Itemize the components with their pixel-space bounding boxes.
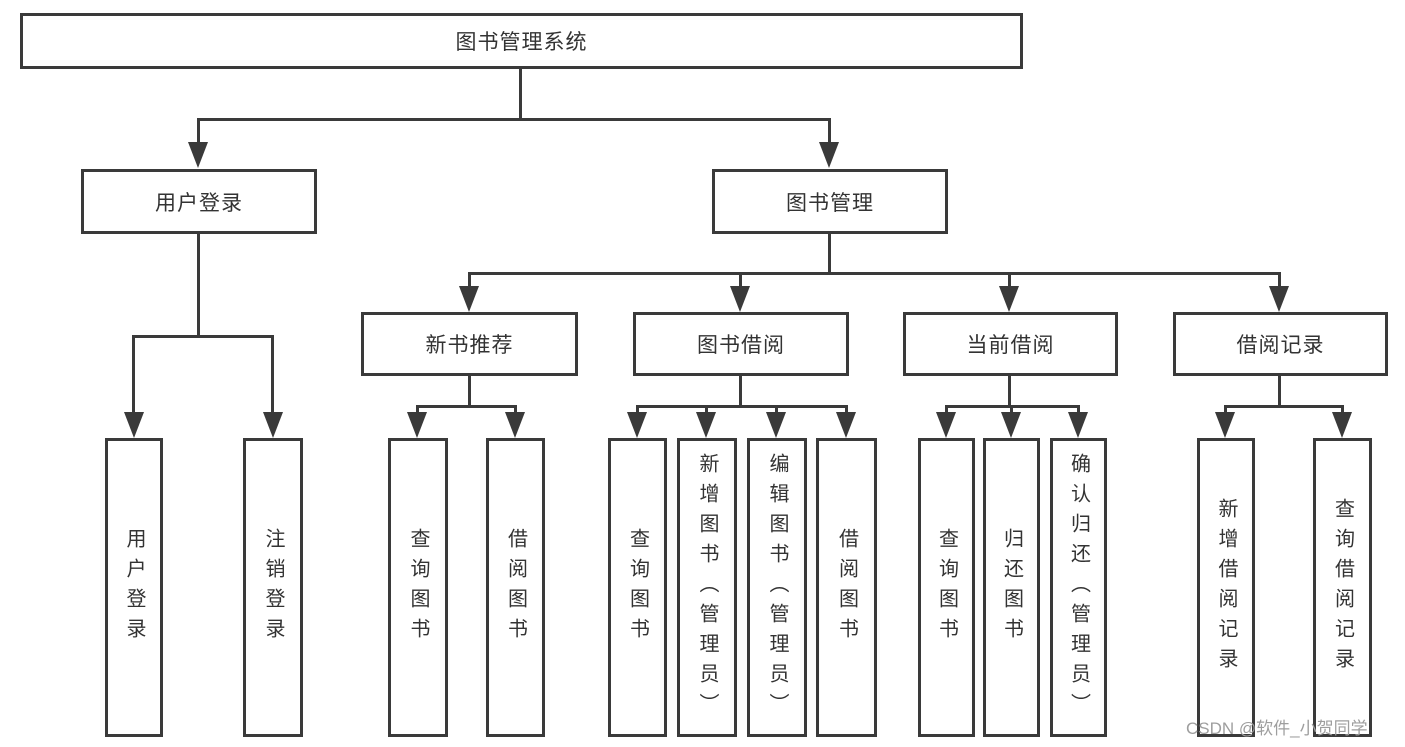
arrowhead-g2-borrow-book bbox=[505, 412, 525, 438]
leaf-query-book-recommend-label: 查询图书 bbox=[407, 527, 429, 648]
leaf-borrow-book: 借阅图书 bbox=[816, 438, 877, 737]
connector-g2-rail bbox=[416, 405, 517, 408]
leaf-logout-login-label: 注销登录 bbox=[262, 527, 284, 648]
node-book-management-label: 图书管理 bbox=[786, 191, 874, 215]
node-new-book-recommend-label: 新书推荐 bbox=[425, 334, 514, 357]
leaf-borrow-book-recommend-label: 借阅图书 bbox=[504, 527, 527, 648]
arrowhead-g5-query-record bbox=[1332, 412, 1352, 438]
node-current-borrow-label: 当前借阅 bbox=[966, 334, 1055, 357]
arrowhead-user-login bbox=[188, 142, 208, 168]
connector-stem-borrow-records bbox=[1278, 272, 1281, 290]
connector-g4-stem-3 bbox=[1077, 405, 1080, 417]
connector-stem-book-management bbox=[828, 118, 831, 146]
connector-user-login-rail bbox=[132, 335, 274, 338]
connector-root-stem bbox=[519, 66, 522, 120]
leaf-user-login-label: 用户登录 bbox=[123, 527, 145, 648]
connector-g5-rail bbox=[1224, 405, 1344, 408]
node-library-system-label: 图书管理系统 bbox=[455, 31, 588, 54]
leaf-query-book-current: 查询图书 bbox=[918, 438, 975, 737]
connector-g2-stem-2 bbox=[514, 405, 517, 417]
arrowhead-new-book bbox=[459, 286, 479, 312]
node-borrow-records-label: 借阅记录 bbox=[1236, 334, 1325, 357]
connector-g3-rail bbox=[636, 405, 848, 408]
node-current-borrow: 当前借阅 bbox=[903, 312, 1118, 376]
arrowhead-g4-query-book bbox=[936, 412, 956, 438]
node-new-book-recommend: 新书推荐 bbox=[361, 312, 578, 376]
leaf-add-borrow-record: 新增借阅记录 bbox=[1197, 438, 1255, 737]
connector-g5-stem bbox=[1278, 374, 1281, 408]
leaf-add-book-admin: 新增图书（管理员） bbox=[677, 438, 737, 737]
node-user-login-label: 用户登录 bbox=[155, 191, 243, 215]
leaf-confirm-return-admin-label: 确认归还（管理员） bbox=[1067, 452, 1090, 723]
leaf-query-book-current-label: 查询图书 bbox=[935, 527, 958, 648]
node-book-management: 图书管理 bbox=[712, 169, 948, 234]
connector-stem-current-borrow bbox=[1008, 272, 1011, 290]
node-user-login: 用户登录 bbox=[81, 169, 317, 234]
leaf-add-borrow-record-label: 新增借阅记录 bbox=[1215, 497, 1237, 678]
watermark: CSDN @软件_小贺同学 bbox=[1186, 719, 1368, 738]
arrowhead-leaf-login bbox=[124, 412, 144, 438]
connector-stem-user-login bbox=[197, 118, 200, 146]
connector-g3-stem-2 bbox=[705, 405, 708, 417]
leaf-query-borrow-record: 查询借阅记录 bbox=[1313, 438, 1372, 737]
leaf-confirm-return-admin: 确认归还（管理员） bbox=[1050, 438, 1107, 737]
node-borrow-records: 借阅记录 bbox=[1173, 312, 1388, 376]
connector-g3-stem-4 bbox=[845, 405, 848, 417]
arrowhead-g3-query-book bbox=[627, 412, 647, 438]
leaf-edit-book-admin-label: 编辑图书（管理员） bbox=[766, 452, 788, 723]
connector-level3-rail bbox=[468, 272, 1281, 275]
connector-g5-stem-1 bbox=[1224, 405, 1227, 417]
leaf-return-book: 归还图书 bbox=[983, 438, 1040, 737]
arrowhead-book-management bbox=[819, 142, 839, 168]
connector-stem-leaf-logout bbox=[271, 335, 274, 415]
arrowhead-g3-add-book bbox=[696, 412, 716, 438]
connector-g3-stem bbox=[739, 374, 742, 408]
arrowhead-current-borrow bbox=[999, 286, 1019, 312]
leaf-query-book-borrow: 查询图书 bbox=[608, 438, 667, 737]
arrowhead-g4-confirm-return bbox=[1068, 412, 1088, 438]
connector-g4-stem-1 bbox=[945, 405, 948, 417]
arrowhead-g3-borrow-book bbox=[836, 412, 856, 438]
arrowhead-g3-edit-book bbox=[766, 412, 786, 438]
leaf-logout-login: 注销登录 bbox=[243, 438, 303, 737]
arrowhead-g5-add-record bbox=[1215, 412, 1235, 438]
leaf-query-borrow-record-label: 查询借阅记录 bbox=[1331, 497, 1354, 678]
arrowhead-g2-query-book bbox=[407, 412, 427, 438]
connector-g3-stem-3 bbox=[775, 405, 778, 417]
connector-stem-new-book bbox=[468, 272, 471, 290]
arrowhead-book-borrow bbox=[730, 286, 750, 312]
leaf-user-login: 用户登录 bbox=[105, 438, 163, 737]
connector-stem-book-borrow bbox=[739, 272, 742, 290]
leaf-query-book-borrow-label: 查询图书 bbox=[626, 527, 649, 648]
arrowhead-g4-return-book bbox=[1001, 412, 1021, 438]
connector-g3-stem-1 bbox=[636, 405, 639, 417]
leaf-borrow-book-label: 借阅图书 bbox=[835, 527, 858, 648]
node-book-borrow-label: 图书借阅 bbox=[697, 334, 785, 357]
leaf-query-book-recommend: 查询图书 bbox=[388, 438, 448, 737]
leaf-return-book-label: 归还图书 bbox=[1000, 527, 1023, 648]
arrowhead-leaf-logout bbox=[263, 412, 283, 438]
connector-level2-rail bbox=[197, 118, 831, 121]
connector-g4-stem bbox=[1008, 374, 1011, 408]
arrowhead-borrow-records bbox=[1269, 286, 1289, 312]
connector-g5-stem-2 bbox=[1341, 405, 1344, 417]
leaf-edit-book-admin: 编辑图书（管理员） bbox=[747, 438, 807, 737]
leaf-borrow-book-recommend: 借阅图书 bbox=[486, 438, 545, 737]
leaf-add-book-admin-label: 新增图书（管理员） bbox=[696, 452, 718, 723]
connector-book-management-stem bbox=[828, 232, 831, 274]
connector-g2-stem-1 bbox=[416, 405, 419, 417]
connector-stem-leaf-login bbox=[132, 335, 135, 415]
node-book-borrow: 图书借阅 bbox=[633, 312, 849, 376]
connector-g4-stem-2 bbox=[1010, 405, 1013, 417]
connector-user-login-stem bbox=[197, 232, 200, 337]
connector-g2-stem bbox=[468, 374, 471, 408]
node-library-system: 图书管理系统 bbox=[20, 13, 1023, 69]
